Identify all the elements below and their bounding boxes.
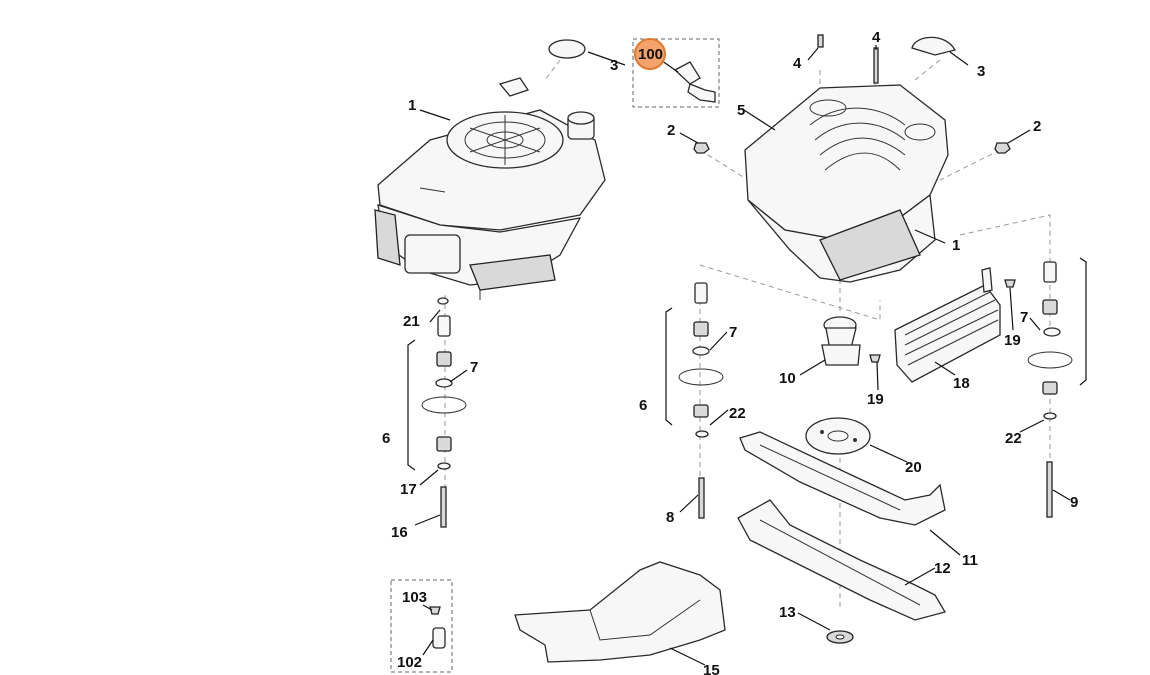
callout-22-right[interactable]: 22 [1005,430,1022,447]
callout-103[interactable]: 103 [402,589,427,606]
callout-13[interactable]: 13 [779,604,796,621]
callout-3-left[interactable]: 3 [610,57,618,74]
callout-6-middle[interactable]: 6 [639,397,647,414]
callout-19-left[interactable]: 19 [867,391,884,408]
middle-mount-stack[interactable] [665,282,724,519]
callout-11[interactable]: 11 [962,552,978,569]
washer-13[interactable] [826,630,854,644]
callout-6-left[interactable]: 6 [382,430,390,447]
callout-7-middle[interactable]: 7 [729,324,737,341]
left-mount-stack[interactable] [407,297,467,528]
muffler-guard-18[interactable] [894,267,1001,383]
engine-left[interactable] [374,77,606,300]
engine-cover[interactable] [744,84,949,283]
callout-100[interactable]: 100 [638,46,663,63]
blade-11[interactable] [739,431,946,526]
callout-1-right[interactable]: 1 [952,237,960,254]
highlight-marker-100 [634,38,666,70]
callout-8[interactable]: 8 [666,509,674,526]
callout-22-middle[interactable]: 22 [729,405,746,422]
right-mount-stack[interactable] [1027,257,1087,518]
callout-19-right[interactable]: 19 [1004,332,1021,349]
callout-9[interactable]: 9 [1070,494,1078,511]
nut-2-right[interactable] [994,142,1011,154]
callout-5[interactable]: 5 [737,102,745,119]
callout-12[interactable]: 12 [934,560,951,577]
nut-2-left[interactable] [693,142,710,154]
blade-adapter-10[interactable] [821,316,861,366]
callout-21[interactable]: 21 [403,313,420,330]
callout-4-right[interactable]: 4 [872,29,881,46]
callout-20[interactable]: 20 [905,459,922,476]
callout-7-right[interactable]: 7 [1020,309,1028,326]
blade-12[interactable] [737,499,946,621]
bushing-102[interactable] [432,627,446,649]
callout-17[interactable]: 17 [400,481,417,498]
callout-18[interactable]: 18 [953,375,970,392]
callout-1-left[interactable]: 1 [408,97,416,114]
screw-4-a[interactable] [817,34,824,48]
spark-plug-cap-100[interactable] [673,61,716,103]
callout-16[interactable]: 16 [391,524,408,541]
callout-4-left[interactable]: 4 [793,55,802,72]
callout-2-left[interactable]: 2 [667,122,675,139]
callout-labels: 100 1 1 2 2 3 3 4 4 5 21 7 6 17 16 7 6 2… [382,29,1078,675]
callout-15[interactable]: 15 [703,662,720,675]
screw-103[interactable] [429,606,441,615]
callout-102[interactable]: 102 [397,654,422,671]
part-102-103-group-box [390,579,453,673]
discharge-chute-15[interactable] [514,561,726,663]
callout-3-right[interactable]: 3 [977,63,985,80]
screw-19-left[interactable] [869,354,881,363]
screw-19-right[interactable] [1004,279,1016,288]
decal-3-right[interactable] [911,36,956,56]
decal-3-left[interactable] [548,39,586,59]
callout-2-right[interactable]: 2 [1033,118,1041,135]
screw-4-b[interactable] [873,47,879,84]
callout-7-left[interactable]: 7 [470,359,478,376]
blade-holder-20[interactable] [805,417,871,455]
part-100-group-box [632,38,720,108]
callout-10[interactable]: 10 [779,370,796,387]
